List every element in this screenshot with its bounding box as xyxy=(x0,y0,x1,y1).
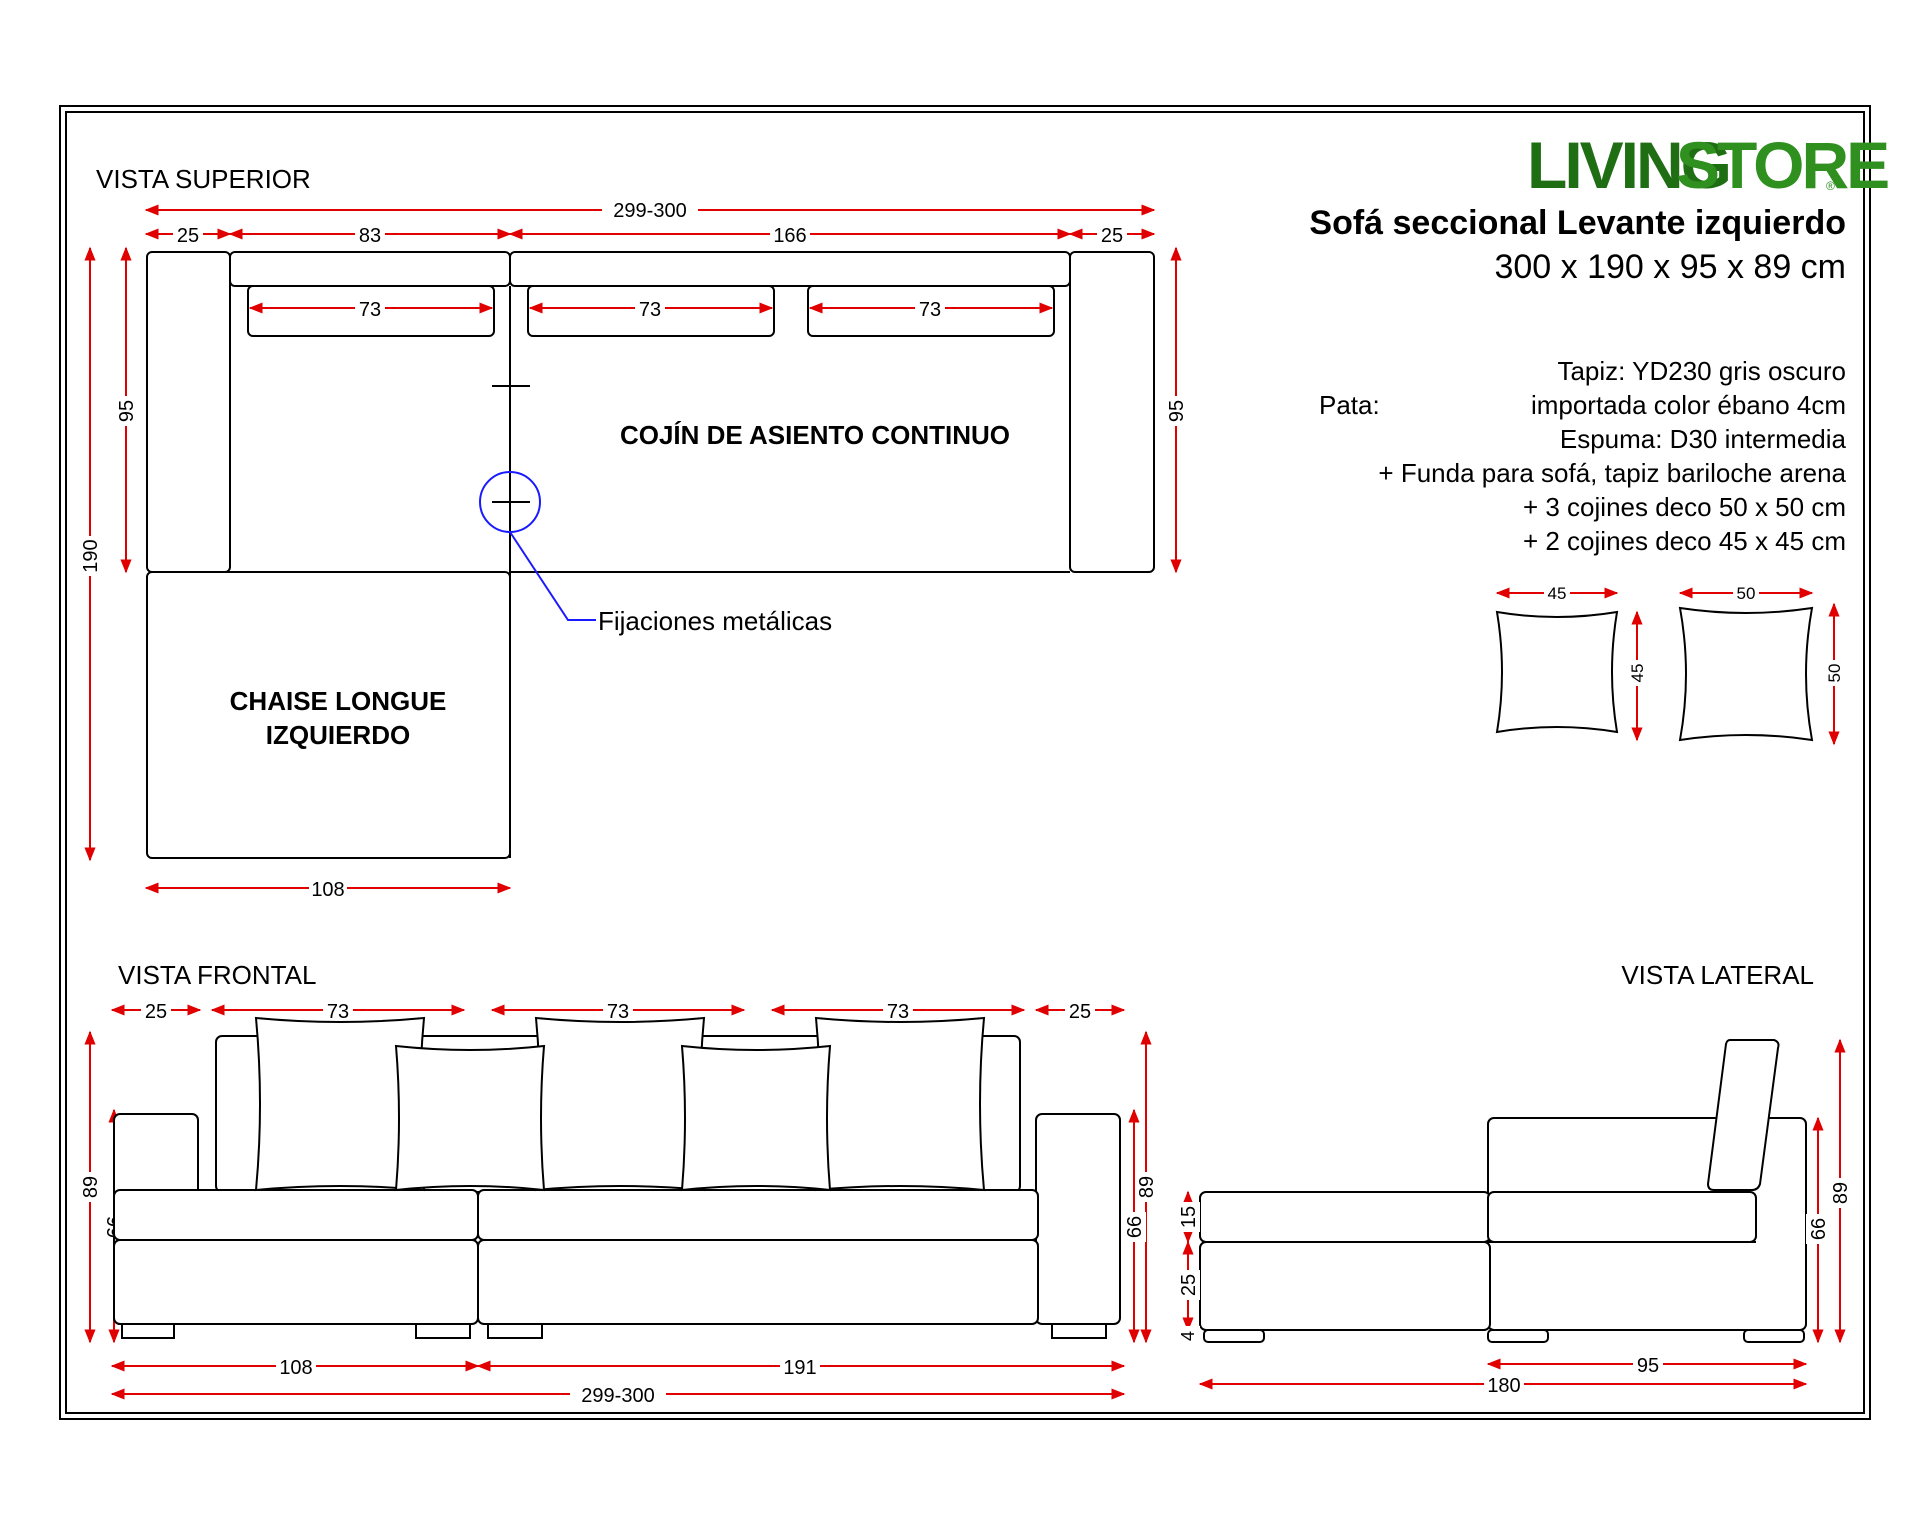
top-cushion-3: 73 xyxy=(919,299,941,321)
spec-tapiz: Tapiz: YD230 gris oscuro xyxy=(1557,356,1846,386)
top-seg-4: 25 xyxy=(1101,225,1123,247)
top-total: 299-300 xyxy=(613,200,686,222)
side-depth-total: 180 xyxy=(1487,1375,1520,1397)
brand-logo: LIVING STORE ® xyxy=(1527,128,1891,202)
top-view-sofa: 73 73 73 xyxy=(146,251,1155,859)
front-bottom-1: 108 xyxy=(279,1357,312,1379)
product-title: Sofá seccional Levante izquierdo xyxy=(1309,204,1846,242)
logo-living: LIVING xyxy=(1527,128,1729,202)
front-bottom-2: 191 xyxy=(783,1357,816,1379)
cushion-50-height: 50 xyxy=(1825,664,1844,683)
top-view-dimensions: 299-300 25 83 166 25 190 95 95 108 xyxy=(78,198,1188,901)
top-seg-1: 25 xyxy=(177,225,199,247)
front-seg-2: 73 xyxy=(327,1001,349,1023)
front-view-title: VISTA FRONTAL xyxy=(118,960,316,990)
front-seg-1: 25 xyxy=(145,1001,167,1023)
top-total-depth: 190 xyxy=(80,539,102,572)
spec-extra-2: + 3 cojines deco 50 x 50 cm xyxy=(1523,492,1846,522)
front-view-dimensions: 25 73 73 73 25 89 66 89 66 108 191 299-3… xyxy=(78,998,1158,1407)
cushion-50-width: 50 xyxy=(1737,584,1756,603)
fixings-callout: Fijaciones metálicas xyxy=(479,471,832,636)
cushion-50-drawing: 50 50 xyxy=(1678,583,1844,746)
fixings-label: Fijaciones metálicas xyxy=(598,606,832,636)
side-view-title: VISTA LATERAL xyxy=(1621,960,1814,990)
logo-store: STORE xyxy=(1676,128,1888,202)
logo-registered: ® xyxy=(1826,179,1835,193)
cushion-45-width: 45 xyxy=(1548,584,1567,603)
front-seg-3: 73 xyxy=(607,1001,629,1023)
top-seg-3: 166 xyxy=(773,225,806,247)
chaise-label-1: CHAISE LONGUE xyxy=(230,686,447,716)
side-h-base: 25 xyxy=(1178,1274,1200,1296)
front-bottom-total: 299-300 xyxy=(581,1385,654,1407)
seat-cushion-label: COJÍN DE ASIENTO CONTINUO xyxy=(620,420,1010,450)
front-height-right: 89 xyxy=(1136,1176,1158,1198)
top-view-title: VISTA SUPERIOR xyxy=(96,164,311,194)
spec-espuma: Espuma: D30 intermedia xyxy=(1560,424,1847,454)
top-depth-left: 95 xyxy=(116,400,138,422)
front-height-left: 89 xyxy=(80,1176,102,1198)
front-seg-5: 25 xyxy=(1069,1001,1091,1023)
side-view-sofa xyxy=(1199,1039,1807,1343)
side-seat: 66 xyxy=(1808,1218,1830,1240)
sheet-border xyxy=(59,105,1871,1420)
front-view-sofa xyxy=(113,1016,1121,1339)
product-dimensions: 300 x 190 x 95 x 89 cm xyxy=(1494,248,1846,286)
spec-pata-label: Pata: xyxy=(1319,390,1380,420)
top-chaise-width: 108 xyxy=(311,879,344,901)
side-h-leg: 4 xyxy=(1178,1331,1198,1341)
top-cushion-1: 73 xyxy=(359,299,381,321)
spec-extra-3: + 2 cojines deco 45 x 45 cm xyxy=(1523,526,1846,556)
side-h-cushion: 15 xyxy=(1178,1206,1200,1228)
top-seg-2: 83 xyxy=(359,225,381,247)
front-seat-right: 66 xyxy=(1124,1216,1146,1238)
spec-pata-value: importada color ébano 4cm xyxy=(1531,390,1846,420)
side-height: 89 xyxy=(1830,1182,1852,1204)
specs-block: Tapiz: YD230 gris oscuro Pata: importada… xyxy=(1319,356,1847,556)
front-seg-4: 73 xyxy=(887,1001,909,1023)
chaise-label-2: IZQUIERDO xyxy=(266,720,410,750)
cushion-45-drawing: 45 45 xyxy=(1495,583,1647,742)
spec-extra-1: + Funda para sofá, tapiz bariloche arena xyxy=(1378,458,1846,488)
side-view-dimensions: 15 25 4 89 66 95 180 xyxy=(1176,1038,1852,1397)
side-depth-back: 95 xyxy=(1637,1355,1659,1377)
top-depth-right: 95 xyxy=(1166,400,1188,422)
cushion-45-height: 45 xyxy=(1628,664,1647,683)
top-cushion-2: 73 xyxy=(639,299,661,321)
